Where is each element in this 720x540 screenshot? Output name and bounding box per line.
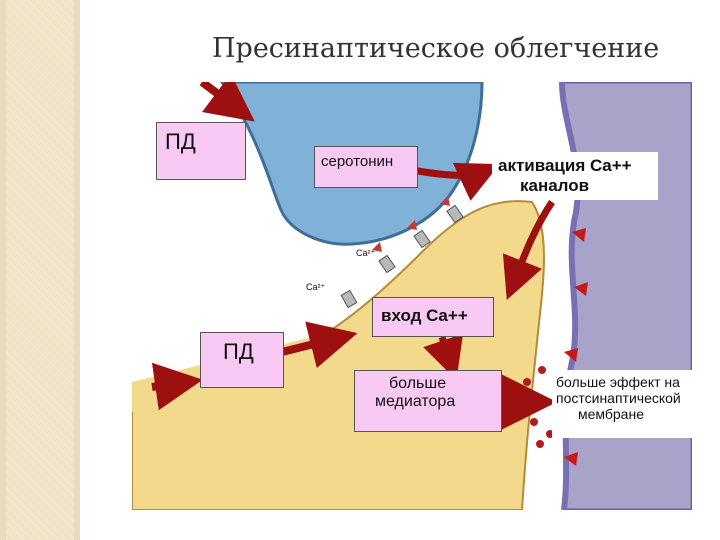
- mediator-dot: [536, 440, 544, 448]
- label-effect: больше эффект на постсинаптической мембр…: [552, 370, 692, 438]
- label-entry: вход Ca++: [372, 297, 494, 337]
- ca-ion-label-2: Ca²⁺: [306, 282, 326, 292]
- post-receptor-mark: [564, 348, 578, 362]
- label-pd-bottom: ПД: [200, 332, 284, 388]
- arrow-serotonin: [411, 162, 500, 201]
- ca-channel: [446, 204, 464, 224]
- ca-channel: [413, 229, 431, 249]
- mediator-dot: [538, 366, 546, 374]
- arrow-activation: [502, 200, 555, 300]
- postsynaptic-cell: [560, 82, 692, 510]
- post-receptor-mark: [564, 452, 578, 466]
- arrow-entry: [423, 333, 464, 381]
- label-activation: активация Ca++ каналов: [492, 152, 658, 200]
- ca-ion-label-1: Ca²⁺: [356, 248, 376, 258]
- receptor-mark: [440, 196, 450, 206]
- mediator-dot: [523, 378, 531, 386]
- post-receptor-mark: [572, 228, 586, 242]
- ca-channel: [378, 254, 396, 274]
- postsynaptic-membrane-line: [559, 82, 581, 510]
- slide-title: Пресинаптическое облегчение: [212, 33, 660, 64]
- mediator-dot: [530, 418, 538, 426]
- arrow-pd-bottom-in: [151, 362, 203, 411]
- ca-channel: [340, 289, 358, 309]
- label-serotonin: серотонин: [314, 146, 418, 188]
- arrow-pd-bottom-out: [281, 321, 358, 369]
- label-more-mediator: больше медиатора: [354, 370, 502, 432]
- arrow-pd-top: [199, 82, 255, 122]
- synapse-diagram: ПД серотонин активация Ca++ каналов вход…: [132, 82, 692, 510]
- slide-decor-sidebar: [0, 0, 80, 540]
- label-pd-top: ПД: [156, 122, 246, 180]
- receptor-mark: [407, 220, 417, 230]
- receptor-mark: [372, 242, 382, 252]
- presynaptic-terminal: [132, 200, 545, 510]
- post-receptor-mark: [574, 282, 588, 296]
- sidebar-pattern: [6, 0, 74, 540]
